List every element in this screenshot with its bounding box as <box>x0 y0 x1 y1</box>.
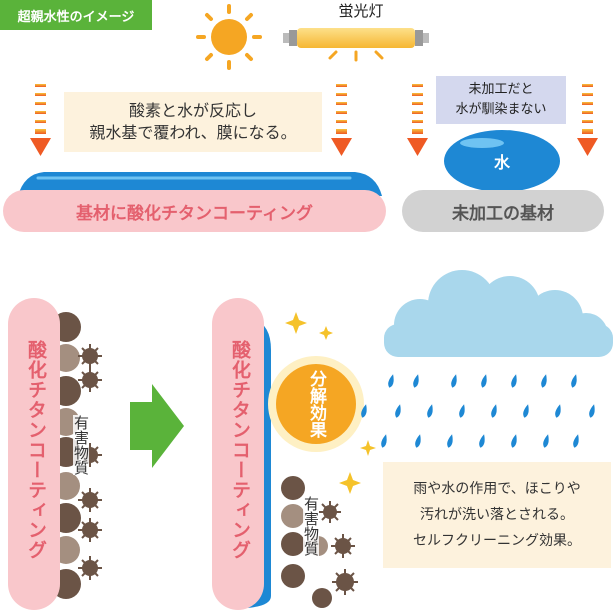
right-arrow-icon <box>130 384 184 468</box>
lamp-label: 蛍光灯 <box>338 2 384 20</box>
sun-icon <box>196 4 262 70</box>
fluorescent-lamp-icon <box>283 28 429 62</box>
callout-self-cleaning: 雨や水の作用で、ほこりや 汚れが洗い落とされる。 セルフクリーニング効果。 <box>383 462 611 568</box>
down-arrow-icon <box>577 84 598 156</box>
water-label: 水 <box>493 153 510 172</box>
callout-untreated: 未加工だと 水が馴染まない <box>436 76 566 124</box>
callout-line: 汚れが洗い落とされる。 <box>420 507 574 523</box>
harmful-substance-label: 有害物質 <box>72 415 90 475</box>
callout-oxygen-reaction: 酸素と水が反応し 親水基で覆われ、膜になる。 <box>64 92 322 152</box>
harmful-substance-label: 有害物質 <box>302 496 320 556</box>
down-arrow-icon <box>30 84 51 156</box>
decomposition-effect-label: 分解効果 <box>306 370 326 438</box>
callout-line: セルフクリーニング効果。 <box>413 533 581 549</box>
coating-column-after <box>212 298 264 610</box>
callout-line: 水が馴染まない <box>455 102 547 117</box>
coating-column-before <box>8 298 60 610</box>
sun-icon <box>276 364 356 444</box>
callout-line: 酸素と水が反応し <box>128 101 257 120</box>
callout-line: 未加工だと <box>468 82 534 97</box>
callout-line: 親水基で覆われ、膜になる。 <box>89 123 297 142</box>
cloud-icon <box>384 270 613 357</box>
down-arrow-icon <box>407 84 428 156</box>
coating-vertical-label: 酸化チタンコーティング <box>25 340 47 560</box>
callout-line: 雨や水の作用で、ほこりや <box>413 481 581 497</box>
sparkle-icon <box>285 312 376 494</box>
raindrop-icon <box>361 374 595 448</box>
down-arrow-icon <box>331 84 352 156</box>
coated-substrate-label: 基材に酸化チタンコーティング <box>3 190 386 232</box>
header-tag: 超親水性のイメージ <box>0 0 152 30</box>
raw-substrate-label: 未加工の基材 <box>402 190 604 232</box>
dirt-particle-icon <box>281 476 358 608</box>
coating-vertical-label: 酸化チタンコーティング <box>229 340 251 560</box>
